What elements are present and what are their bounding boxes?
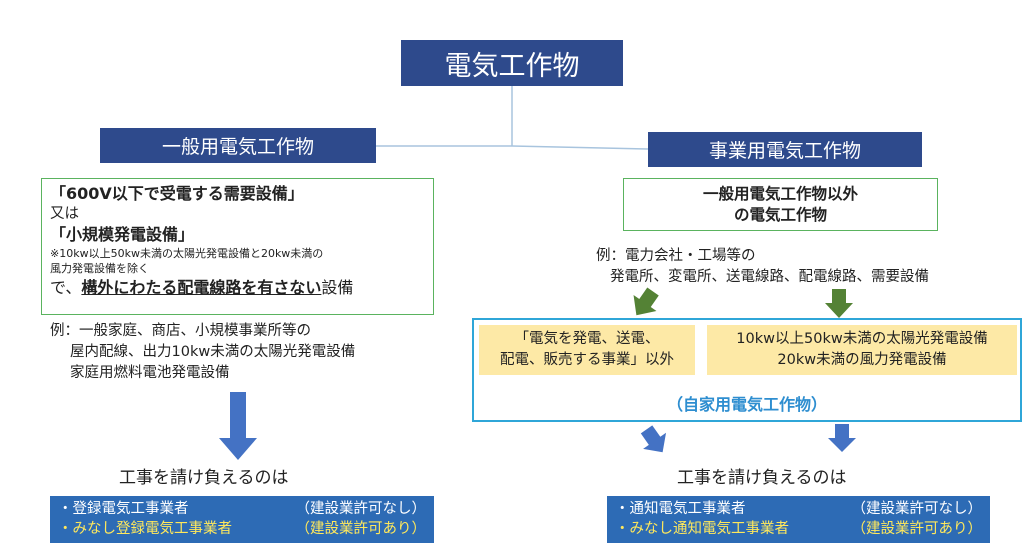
general-def-line1: 「600V以下で受電する需要設備」 xyxy=(50,184,304,203)
general-definition-box: 「600V以下で受電する需要設備」 又は 「小規模発電設備」 ※10kw以上50… xyxy=(41,178,434,315)
general-def-line3: 「小規模発電設備」 xyxy=(50,225,195,244)
general-cond-pre: で、 xyxy=(50,278,82,297)
general-category-box: 一般用電気工作物 xyxy=(100,128,376,163)
general-can-do-label: 工事を請け負えるのは xyxy=(119,468,289,488)
business-contractor-row1: ・通知電気工事業者 （建設業許可なし） xyxy=(615,499,982,519)
general-contractor-box: ・登録電気工事業者 （建設業許可なし） ・みなし登録電気工事業者 （建設業許可あ… xyxy=(50,496,434,543)
general-contractor-row2: ・みなし登録電気工事業者 （建設業許可あり） xyxy=(58,519,426,539)
general-contractor-row1: ・登録電気工事業者 （建設業許可なし） xyxy=(58,499,426,519)
blue-arrow-lower-left xyxy=(640,425,667,453)
general-contractor-name1: ・登録電気工事業者 xyxy=(58,501,189,517)
general-condition: で、構外にわたる配電線路を有さない設備 xyxy=(50,276,425,300)
business-can-do-label: 工事を請け負えるのは xyxy=(677,468,847,488)
general-cond-bold: 構外にわたる配電線路を有さない xyxy=(81,278,322,297)
business-contractor-note1: （建設業許可なし） xyxy=(851,501,983,517)
general-contractor-name2: ・みなし登録電気工事業者 xyxy=(58,521,232,537)
blue-arrow-down-left-large xyxy=(219,392,257,460)
non-utility-line1: 「電気を発電、送電、 xyxy=(514,331,660,347)
tree-connector-right xyxy=(511,145,649,150)
non-utility-line2: 配電、販売する事業」以外 xyxy=(500,352,674,368)
general-example: 例：一般家庭、商店、小規模事業所等の 屋内配線、出力10kw未満の太陽光発電設備… xyxy=(50,321,355,384)
business-category-box: 事業用電気工作物 xyxy=(648,132,922,167)
general-contractor-note2: （建設業許可あり） xyxy=(295,521,427,537)
general-example-line1: 例：一般家庭、商店、小規模事業所等の xyxy=(50,323,311,339)
business-def-line1: 一般用電気工作物以外 xyxy=(702,184,858,203)
business-example: 例：電力会社・工場等の 発電所、変電所、送電線路、配電線路、需要設備 xyxy=(596,246,929,288)
general-note-line1: ※10kw以上50kw未満の太陽光発電設備と20kw未満の xyxy=(50,247,324,260)
business-contractor-note2: （建設業許可あり） xyxy=(851,521,983,537)
business-definition-box: 一般用電気工作物以外 の電気工作物 xyxy=(623,178,938,231)
self-use-label: （自家用電気工作物） xyxy=(666,395,827,414)
general-example-line2: 屋内配線、出力10kw未満の太陽光発電設備 xyxy=(70,344,356,360)
business-contractor-row2: ・みなし通知電気工事業者 （建設業許可あり） xyxy=(615,519,982,539)
general-contractor-note1: （建設業許可なし） xyxy=(295,501,427,517)
title-box: 電気工作物 xyxy=(401,40,623,86)
green-arrow-left xyxy=(633,287,659,316)
business-def-line2: の電気工作物 xyxy=(733,205,827,224)
mid-scale-generation-box: 10kw以上50kw未満の太陽光発電設備 20kw未満の風力発電設備 xyxy=(707,325,1017,375)
general-example-line3: 家庭用燃料電池発電設備 xyxy=(70,365,230,381)
business-contractor-name2: ・みなし通知電気工事業者 xyxy=(615,521,789,537)
business-example-line1: 例：電力会社・工場等の xyxy=(596,248,756,264)
general-note-line2: 風力発電設備を除く xyxy=(50,262,149,275)
mid-scale-line2: 20kw未満の風力発電設備 xyxy=(777,352,947,368)
general-cond-post: 設備 xyxy=(321,278,354,297)
green-arrow-right xyxy=(825,289,853,318)
non-utility-box: 「電気を発電、送電、 配電、販売する事業」以外 xyxy=(479,325,695,375)
business-contractor-box: ・通知電気工事業者 （建設業許可なし） ・みなし通知電気工事業者 （建設業許可あ… xyxy=(607,496,990,543)
business-example-line2: 発電所、変電所、送電線路、配電線路、需要設備 xyxy=(610,269,929,285)
mid-scale-line1: 10kw以上50kw未満の太陽光発電設備 xyxy=(736,331,988,347)
blue-arrow-lower-right xyxy=(828,424,856,452)
general-def-line2: 又は xyxy=(50,206,79,222)
business-contractor-name1: ・通知電気工事業者 xyxy=(615,501,746,517)
